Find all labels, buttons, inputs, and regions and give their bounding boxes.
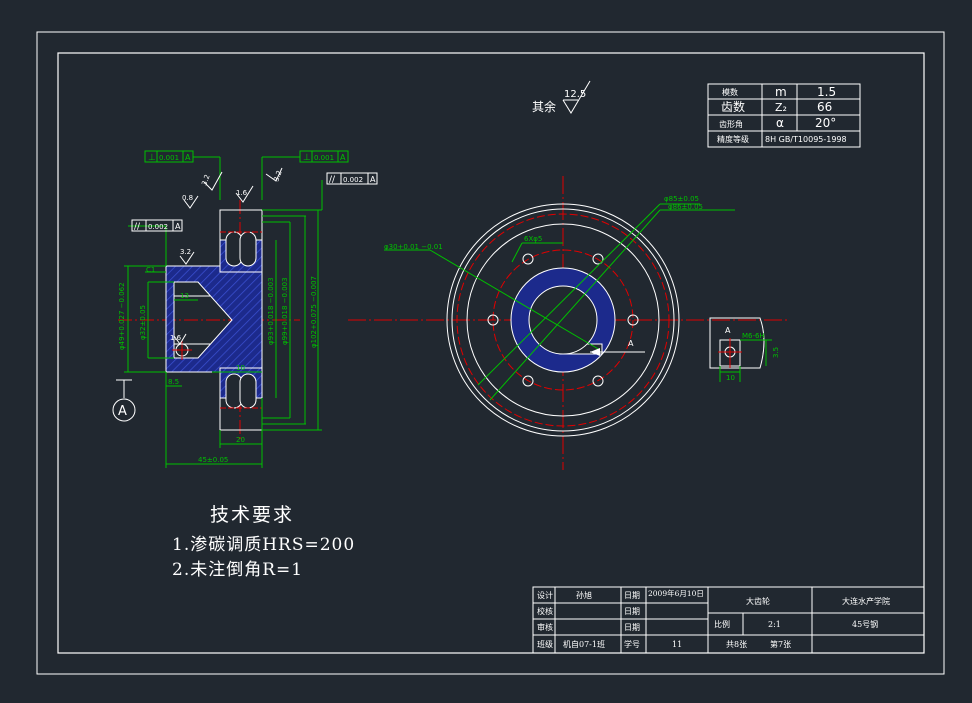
tol-perp-left: ⊥ 0.001 A (144, 150, 194, 163)
detail-d35: 3.5 (772, 347, 780, 358)
tol-par-top-ref: A (370, 175, 376, 184)
params-table: 模数 m 1.5 齿数 Z₂ 66 齿形角 α 20° 精度等级 8H GB/T… (707, 83, 861, 148)
tol-perp-right-val: 0.001 (314, 154, 334, 162)
tol-par-top: // 0.002 A (326, 172, 378, 185)
title-block (532, 586, 925, 654)
rough-32c: 3.2 (180, 248, 191, 256)
dim-85: 8.5 (168, 378, 179, 386)
param-name-0: 模数 (722, 87, 738, 97)
param-name-1: 齿数 (721, 99, 745, 114)
dim-49: φ49+0.027 −0.062 (118, 282, 126, 350)
bolt-holes (487, 253, 639, 387)
tol-perp-left-sym: ⊥ (148, 153, 156, 163)
dim-c1: C1 (146, 266, 155, 274)
tb-part: 大齿轮 (746, 596, 770, 606)
tol-par-left-sym: // (134, 222, 141, 232)
tb-class: 机自07-1班 (563, 639, 605, 649)
tb-check-label: 校核 (537, 606, 553, 616)
dim-93: φ93+0.018 −0.003 (267, 277, 275, 345)
tol-perp-left-ref: A (185, 153, 191, 162)
rough-32a: 3.2 (200, 173, 211, 186)
tb-school: 大连水产学院 (842, 596, 890, 606)
tol-perp-right: ⊥ 0.001 A (299, 150, 349, 163)
tol-par-left-ref: A (175, 222, 181, 231)
dim-d85: φ85±0.05 (664, 195, 699, 203)
inner-border (57, 52, 925, 654)
dim-d86: φ86±0.05 (668, 203, 703, 211)
tb-scale: 2:1 (768, 620, 781, 629)
tol-par-top-sym: // (329, 175, 336, 185)
rim-upper (219, 209, 263, 273)
tip-circle (451, 208, 675, 432)
tb-date-label2: 日期 (624, 607, 640, 616)
dim-holes: 6Xφ5 (524, 235, 542, 243)
tol-par-left-val: 0.002 (148, 223, 168, 231)
tech-req-title: 技术要求 (210, 504, 295, 526)
tip-circle-outer (446, 203, 680, 437)
detail-d10: 10 (726, 374, 735, 382)
surface-note: 其余 12.5 (532, 80, 591, 114)
tol-perp-left-val: 0.001 (159, 154, 179, 162)
datum-a-label: A (118, 404, 127, 419)
tb-material: 45号钢 (852, 619, 878, 629)
tb-sheet-no: 第7张 (770, 639, 791, 649)
surface-note-label: 其余 (532, 99, 556, 114)
tb-date-label3: 日期 (624, 623, 640, 632)
datum-a: A (112, 379, 136, 422)
outer-border (36, 31, 945, 675)
tb-sheets: 共8张 (726, 640, 747, 649)
section-view: ⊥ 0.001 A ⊥ 0.001 A // 0.002 A // 0.002 … (112, 150, 378, 468)
param-symbol-1: Z₂ (775, 101, 787, 114)
rough-16a: 1.6 (236, 189, 248, 197)
section-a-arrow: A (590, 339, 645, 356)
section-a-label: A (628, 339, 634, 348)
tb-class-label: 班级 (537, 639, 553, 649)
surface-note-value: 12.5 (564, 89, 586, 100)
detail-view: A M6-6H 3.5 10 (709, 317, 780, 382)
dim-45: 45±0.05 (198, 456, 228, 464)
tech-req-item-2: 2.未注倒角R=1 (172, 560, 304, 580)
rough-32b: 3.2 (272, 169, 283, 182)
dim-d30: φ30+0.01 −0.01 (384, 243, 443, 251)
tb-audit-label: 审核 (537, 622, 553, 632)
param-value-0: 1.5 (817, 85, 836, 99)
dim-10: 10 (236, 364, 245, 372)
rough-16b: 1.6 (170, 334, 182, 342)
tol-par-top-val: 0.002 (343, 176, 363, 184)
tb-date-label1: 日期 (624, 591, 640, 600)
bolt-circle (492, 249, 634, 391)
rough-08: 0.8 (182, 194, 193, 202)
tb-id-label: 学号 (624, 639, 640, 649)
tol-perp-right-sym: ⊥ (303, 153, 311, 163)
param-value-3: 8H GB/T10095-1998 (765, 135, 847, 144)
detail-thread: M6-6H (742, 332, 765, 340)
tb-date: 2009年6月10日 (648, 588, 704, 598)
tol-par-left: // 0.002 A (131, 219, 183, 232)
front-view: φ85±0.05 φ86±0.05 φ30+0.01 −0.01 6Xφ5 A (348, 176, 790, 470)
tech-req-item-1: 1.渗碳调质HRS=200 (172, 535, 356, 555)
tb-design-label: 设计 (537, 590, 553, 600)
dim-32: φ32±0.05 (139, 305, 147, 340)
dim-102: φ102+0.075 −0.007 (310, 276, 318, 348)
param-value-2: 20° (815, 116, 836, 130)
param-name-3: 精度等级 (717, 134, 749, 144)
tb-id: 11 (672, 640, 682, 649)
tech-requirements: 技术要求 1.渗碳调质HRS=200 2.未注倒角R=1 (172, 500, 355, 583)
detail-a-label: A (725, 326, 731, 335)
dim-20: 20 (236, 436, 245, 444)
tb-designer: 孙旭 (576, 590, 592, 600)
param-symbol-2: α (776, 116, 784, 130)
tb-scale-label: 比例 (714, 619, 730, 629)
rim-inner (466, 223, 660, 417)
tol-perp-right-ref: A (340, 153, 346, 162)
param-symbol-0: m (775, 85, 787, 99)
bore (528, 285, 598, 355)
param-name-2: 齿形角 (719, 119, 743, 129)
param-value-1: 66 (817, 100, 832, 114)
dim-13: 13 (180, 292, 189, 300)
dim-99: φ99+0.018 −0.003 (281, 277, 289, 345)
pitch-circle (456, 213, 670, 427)
